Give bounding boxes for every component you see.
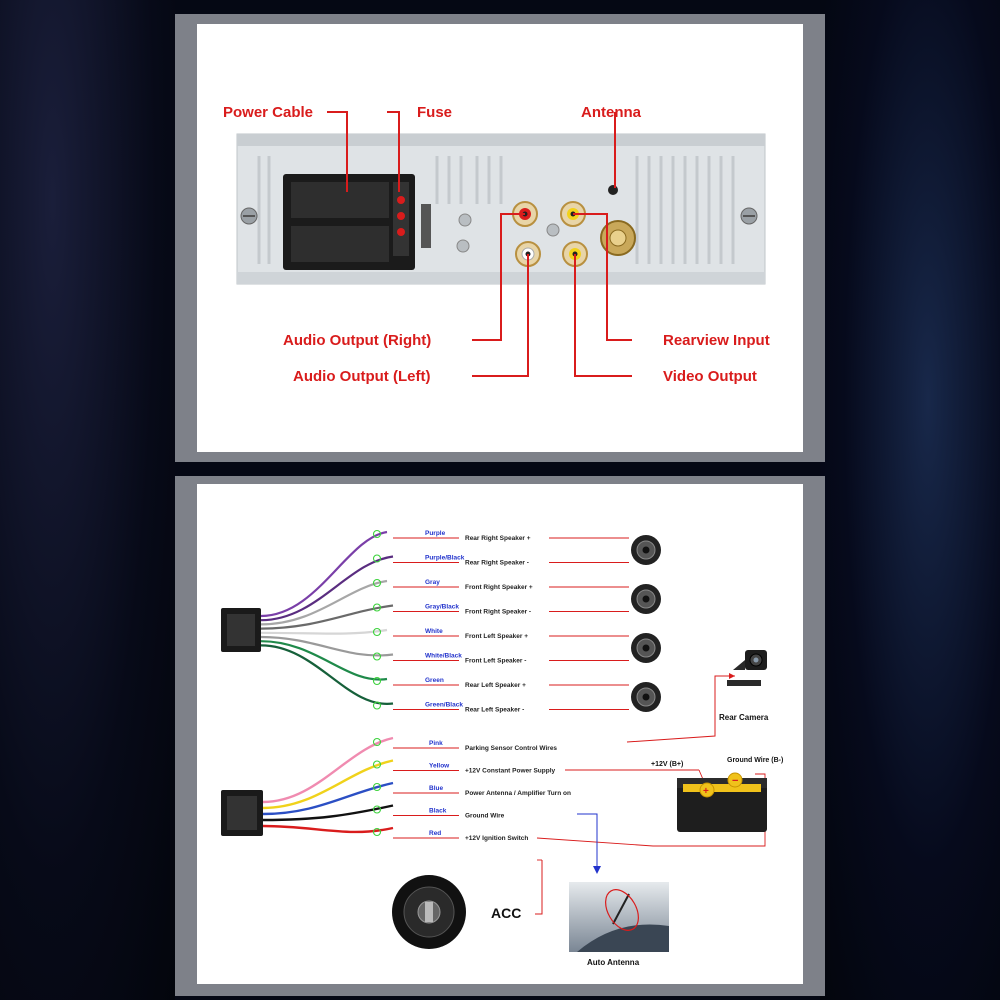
power-wire bbox=[262, 736, 394, 804]
rear-connectors-diagram: Power Cable Fuse Antenna Audio Output (R… bbox=[223, 104, 770, 385]
wire-function-power-antenna-amplifier-turn-on: Power Antenna / Amplifier Turn on bbox=[465, 790, 571, 797]
wire-color-purple-black: Purple/Black bbox=[425, 555, 465, 562]
wire-marker-icon bbox=[372, 603, 382, 612]
battery-plus-label: +12V (B+) bbox=[651, 761, 683, 768]
antenna-label: Antenna bbox=[581, 104, 642, 121]
acc-line bbox=[535, 860, 543, 915]
wire-color-blue: Blue bbox=[429, 785, 443, 792]
ignition-key-icon bbox=[392, 875, 466, 949]
wire-function-rear-right-speaker: Rear Right Speaker - bbox=[465, 560, 529, 567]
wire-function-front-left-speaker: Front Left Speaker - bbox=[465, 658, 526, 665]
rear-camera-icon bbox=[727, 650, 767, 686]
wire-color-red: Red bbox=[429, 830, 441, 837]
speaker-icon bbox=[631, 682, 661, 712]
rearview-input-jack-icon bbox=[560, 201, 586, 227]
callout-lines bbox=[327, 111, 632, 377]
battery-minus-label: Ground Wire (B-) bbox=[727, 757, 783, 764]
wire-color-green-black: Green/Black bbox=[425, 702, 463, 709]
wire-function-rear-right-speaker: Rear Right Speaker + bbox=[465, 535, 531, 542]
wire-color-white-black: White/Black bbox=[425, 653, 462, 660]
wire-function-front-right-speaker: Front Right Speaker - bbox=[465, 609, 531, 616]
audio-left-label: Audio Output (Left) bbox=[293, 368, 430, 385]
wire-marker-icon bbox=[372, 760, 382, 769]
rear-camera-label: Rear Camera bbox=[719, 713, 769, 722]
speaker-wire bbox=[260, 555, 394, 622]
wire-color-purple: Purple bbox=[425, 530, 446, 537]
audio-right-label: Audio Output (Right) bbox=[283, 332, 431, 349]
rear-connectors-panel: Power Cable Fuse Antenna Audio Output (R… bbox=[197, 24, 803, 452]
iso-power-connector bbox=[283, 174, 415, 270]
speaker-icon bbox=[631, 584, 661, 614]
antenna-feed-line bbox=[577, 813, 598, 868]
top-panel-frame: Power Cable Fuse Antenna Audio Output (R… bbox=[175, 14, 825, 462]
wire-color-pink: Pink bbox=[429, 740, 443, 747]
wire-marker-icon bbox=[372, 652, 382, 661]
background-right bbox=[820, 0, 1000, 1000]
wire-marker-icon bbox=[372, 529, 382, 539]
speaker-wire bbox=[260, 530, 388, 618]
wire-marker-icon bbox=[372, 701, 382, 710]
wire-marker-icon bbox=[372, 676, 382, 686]
wire-function-ground-wire: Ground Wire bbox=[465, 813, 505, 820]
wire-function-12v-constant-power-supply: +12V Constant Power Supply bbox=[465, 768, 556, 775]
svg-text:+: + bbox=[703, 786, 709, 797]
speaker-wire bbox=[260, 635, 394, 657]
wire-marker-icon bbox=[372, 782, 382, 792]
power-wire bbox=[262, 759, 394, 810]
wire-marker-icon bbox=[372, 627, 382, 637]
power-wire bbox=[262, 824, 394, 834]
speaker-icon bbox=[631, 535, 661, 565]
ground-line bbox=[536, 773, 766, 847]
speaker-wire bbox=[260, 628, 388, 635]
speaker-wire bbox=[260, 644, 394, 705]
rearview-input-label: Rearview Input bbox=[663, 332, 770, 349]
auto-antenna-photo bbox=[569, 882, 669, 952]
wire-marker-icon bbox=[372, 737, 382, 747]
wire-color-gray-black: Gray/Black bbox=[425, 604, 459, 611]
auto-antenna-label: Auto Antenna bbox=[587, 958, 640, 967]
wire-function-parking-sensor-control-wires: Parking Sensor Control Wires bbox=[465, 745, 557, 752]
power-harness-connector bbox=[221, 790, 263, 836]
acc-label: ACC bbox=[491, 905, 521, 921]
background-left bbox=[0, 0, 175, 1000]
wire-marker-icon bbox=[372, 578, 382, 588]
svg-text:−: − bbox=[732, 775, 738, 787]
wire-function-rear-left-speaker: Rear Left Speaker + bbox=[465, 682, 526, 689]
speaker-harness-connector bbox=[221, 608, 261, 652]
wire-function-front-right-speaker: Front Right Speaker + bbox=[465, 584, 533, 591]
wire-color-gray: Gray bbox=[425, 579, 440, 586]
head-unit-rear bbox=[236, 133, 766, 285]
fuse-label: Fuse bbox=[417, 104, 452, 121]
speaker-icon bbox=[631, 633, 661, 663]
power-wire bbox=[262, 804, 394, 822]
wire-function-rear-left-speaker: Rear Left Speaker - bbox=[465, 707, 524, 714]
wire-marker-icon bbox=[372, 805, 382, 814]
wire-color-white: White bbox=[425, 628, 443, 635]
wire-marker-icon bbox=[372, 827, 382, 837]
video-output-label: Video Output bbox=[663, 368, 757, 385]
antenna-socket-icon bbox=[600, 220, 636, 256]
power-wire bbox=[262, 781, 394, 816]
wire-marker-icon bbox=[372, 554, 382, 563]
power-cable-label: Power Cable bbox=[223, 104, 313, 121]
wire-color-green: Green bbox=[425, 677, 444, 684]
battery-icon: + − bbox=[677, 772, 767, 832]
wire-color-black: Black bbox=[429, 808, 447, 815]
camera-line bbox=[626, 675, 735, 743]
wire-function-front-left-speaker: Front Left Speaker + bbox=[465, 633, 528, 640]
wire-function-12v-ignition-switch: +12V Ignition Switch bbox=[465, 835, 528, 842]
wire-color-yellow: Yellow bbox=[429, 763, 450, 770]
speaker-wire bbox=[260, 604, 394, 630]
